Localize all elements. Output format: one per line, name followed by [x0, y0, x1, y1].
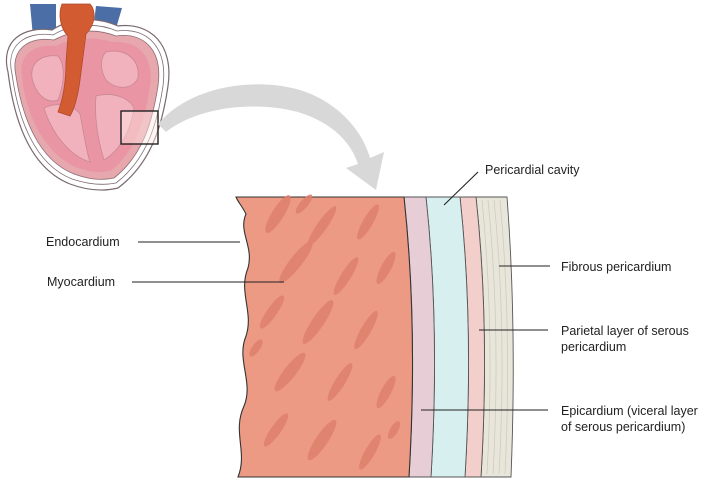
aorta: [57, 3, 95, 117]
leader-lines: [132, 171, 550, 411]
magnified-region-box: [120, 110, 159, 145]
zoom-arrow: [158, 84, 384, 190]
magnified-wall-section: [235, 194, 514, 478]
heart-illustration: [5, 3, 170, 191]
label-epicardium-line1: Epicardium (viceral layer: [561, 404, 698, 418]
label-fibrous-pericardium: Fibrous pericardium: [561, 260, 671, 274]
label-parietal-layer-line2: pericardium: [561, 340, 626, 354]
myocardium-layer: [235, 196, 414, 478]
label-parietal-layer-line1: Parietal layer of serous: [561, 324, 689, 338]
muscle-fiber-streaks: [249, 194, 401, 470]
label-myocardium: Myocardium: [47, 275, 115, 289]
label-endocardium: Endocardium: [46, 235, 120, 249]
right-atrium: [31, 55, 64, 102]
label-epicardium-line2: of serous pericardium): [561, 420, 685, 434]
left-atrium: [101, 50, 139, 88]
leader-pericardial-cavity: [443, 171, 479, 206]
label-pericardial-cavity: Pericardial cavity: [485, 163, 580, 177]
